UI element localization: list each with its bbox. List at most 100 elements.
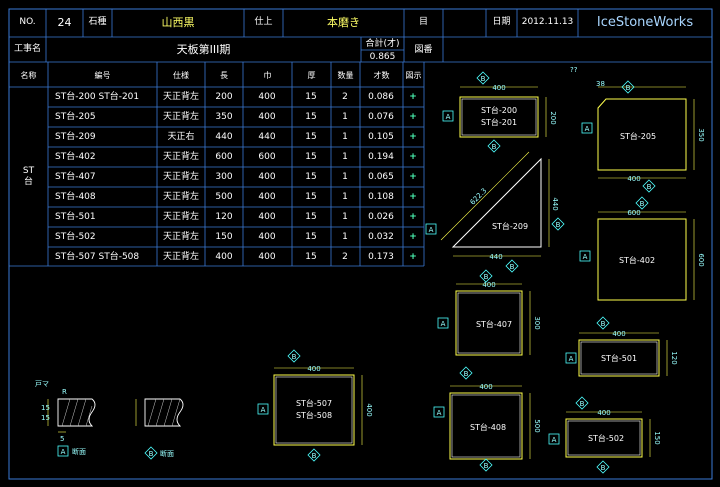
col-header-sai: 才数 xyxy=(373,71,390,80)
piece-st402: 600 600 ST台-402 xyxy=(597,209,705,301)
svg-text:A: A xyxy=(446,113,451,121)
svg-text:A: A xyxy=(261,406,266,414)
cell-thick: 15 xyxy=(305,92,317,102)
p407-width-dim: 400 xyxy=(482,281,495,289)
svg-text:B: B xyxy=(601,320,606,328)
finish-label: 仕上 xyxy=(254,17,273,27)
cell-qty: 1 xyxy=(342,172,348,182)
cell-thick: 15 xyxy=(305,252,317,262)
cell-fig: + xyxy=(409,212,417,222)
p502-label: ST台-502 xyxy=(588,433,624,443)
section-a-width: 5 xyxy=(60,435,64,443)
col-header-figure: 図示 xyxy=(405,71,422,80)
cell-qty: 2 xyxy=(342,92,348,102)
cell-fig: + xyxy=(409,232,417,242)
p502-height-dim: 150 xyxy=(653,431,661,444)
p205-corner-dim: 38 xyxy=(596,80,605,88)
p408-label: ST台-408 xyxy=(470,422,506,432)
svg-text:A: A xyxy=(552,436,557,444)
p200-label-1: ST台-200 xyxy=(481,105,517,115)
p501-label: ST台-501 xyxy=(601,353,637,363)
section-b-detail xyxy=(135,398,184,427)
project-value: 天板第III期 xyxy=(176,43,231,56)
piece-st407: 400 300 ST台-407 xyxy=(455,281,541,356)
cell-sai: 0.026 xyxy=(368,212,394,222)
svg-text:B: B xyxy=(601,464,606,472)
cell-thick: 15 xyxy=(305,212,317,222)
col-header-width: 巾 xyxy=(263,71,272,80)
stone-value: 山西黒 xyxy=(161,16,195,29)
cell-sai: 0.076 xyxy=(368,112,394,122)
piece-st200: 400 200 ST台-200 ST台-201 xyxy=(459,84,557,138)
stone-label: 石種 xyxy=(88,17,107,27)
p205-width-dim: 400 xyxy=(627,175,640,183)
col-header-name: 名称 xyxy=(20,71,37,80)
cell-fig: + xyxy=(409,172,417,182)
cell-fig: + xyxy=(409,132,417,142)
svg-text:B: B xyxy=(580,400,585,408)
cell-qty: 1 xyxy=(342,192,348,202)
drawing-no-label: 図番 xyxy=(414,45,433,55)
cell-sai: 0.086 xyxy=(368,92,394,102)
cell-code: ST台-408 xyxy=(55,192,96,202)
p408-height-dim: 500 xyxy=(533,419,541,432)
col-header-code: 編号 xyxy=(94,71,111,80)
p507-height-dim: 400 xyxy=(365,403,373,416)
cell-spec: 天正背左 xyxy=(162,192,200,202)
svg-text:A: A xyxy=(429,226,434,234)
cell-thick: 15 xyxy=(305,172,317,182)
cell-width: 600 xyxy=(258,152,276,162)
p209-width-dim: 440 xyxy=(489,253,502,261)
svg-text:A: A xyxy=(569,355,574,363)
p205-label: ST台-205 xyxy=(620,131,656,141)
piece-st205: ?? 38 400 350 ST台-205 xyxy=(570,66,705,183)
cell-width: 400 xyxy=(258,172,276,182)
p205-height-dim: 350 xyxy=(697,128,705,141)
parts-table-grid xyxy=(9,62,425,267)
cell-fig: + xyxy=(409,252,417,262)
no-label: NO. xyxy=(19,17,36,27)
p209-label: ST台-209 xyxy=(492,221,528,231)
cell-width: 400 xyxy=(258,112,276,122)
cell-qty: 1 xyxy=(342,212,348,222)
cell-width: 400 xyxy=(258,212,276,222)
p402-label: ST台-402 xyxy=(619,255,655,265)
svg-text:B: B xyxy=(312,452,317,460)
cell-thick: 15 xyxy=(305,192,317,202)
cell-code: ST台-407 xyxy=(55,172,96,182)
cell-length: 440 xyxy=(215,132,233,142)
date-value: 2012.11.13 xyxy=(521,17,574,27)
svg-text:B: B xyxy=(149,450,154,458)
svg-text:A: A xyxy=(585,125,590,133)
cell-qty: 1 xyxy=(342,232,348,242)
cell-fig: + xyxy=(409,92,417,102)
cell-code: ST台-205 xyxy=(55,112,96,122)
cell-thick: 15 xyxy=(305,132,317,142)
cell-length: 300 xyxy=(215,172,233,182)
col-header-qty: 数量 xyxy=(337,71,354,80)
view-tag-letters: A A A A A A A A A A B B B B B B B B B B … xyxy=(61,75,652,472)
p507-width-dim: 400 xyxy=(307,365,320,373)
svg-text:B: B xyxy=(484,462,489,470)
svg-text:B: B xyxy=(464,370,469,378)
cell-spec: 天正背左 xyxy=(162,252,200,262)
cell-sai: 0.194 xyxy=(368,152,394,162)
section-b-caption: 断面 xyxy=(160,449,174,458)
cell-sai: 0.065 xyxy=(368,172,394,182)
cell-length: 350 xyxy=(215,112,233,122)
cell-length: 120 xyxy=(215,212,233,222)
cell-width: 440 xyxy=(258,132,276,142)
section-a-h1: 15 xyxy=(41,404,50,412)
cell-thick: 15 xyxy=(305,152,317,162)
finish-value: 本磨き xyxy=(327,16,360,29)
cell-fig: + xyxy=(409,152,417,162)
cell-spec: 天正背左 xyxy=(162,92,200,102)
svg-text:B: B xyxy=(481,75,486,83)
cell-width: 400 xyxy=(258,192,276,202)
p507-label-2: ST台-508 xyxy=(296,410,332,420)
cell-length: 400 xyxy=(215,252,233,262)
p501-height-dim: 120 xyxy=(670,351,678,364)
section-a-radius: R xyxy=(62,388,67,396)
svg-text:B: B xyxy=(640,200,645,208)
cell-length: 500 xyxy=(215,192,233,202)
